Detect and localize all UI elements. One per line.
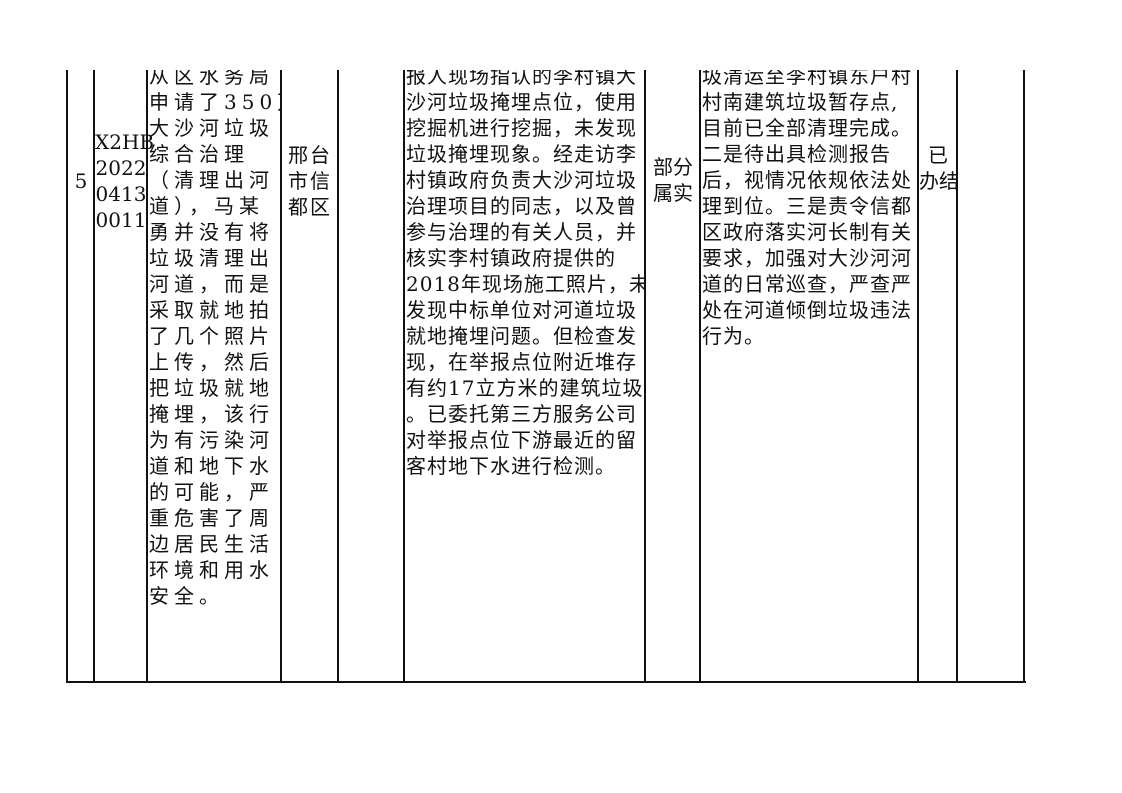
text-line: 从区水务局	[149, 70, 274, 88]
district: 邢台市信都区	[282, 142, 338, 220]
text-line: 治理项目的同志，以及曾	[406, 194, 637, 218]
text-line: 河道，而是	[149, 272, 274, 296]
complaint-cell: 从区水务局申请了350万大沙河垃圾综合治理（清理出河道），马某勇并没有将垃圾清理…	[149, 70, 280, 681]
column-border	[917, 70, 919, 683]
text-line: 综合治理	[149, 142, 249, 166]
text-line: 大沙河垃圾	[149, 116, 274, 140]
text-line: 2022	[95, 156, 147, 180]
text-line: 了几个照片	[149, 324, 274, 348]
verdict: 部分属实	[646, 154, 700, 206]
text-line: 2018年现场施工照片，未	[406, 272, 644, 296]
text-line: 已	[928, 143, 948, 167]
text-line: 0413	[95, 182, 147, 206]
column-border	[66, 70, 68, 683]
text-line: 为有污染河	[149, 428, 274, 452]
text-line: 理到位。三是责令信都	[702, 194, 912, 218]
text-line: 把垃圾就地	[149, 376, 274, 400]
text-line: X2HB	[95, 130, 155, 154]
text-line: 二是待出具检测报告	[702, 142, 891, 166]
handling-cell: 圾清运至李村镇东户村村南建筑垃圾暂存点,目前已全部清理完成。二是待出具检测报告后…	[702, 70, 918, 681]
text-line: 垃圾清理出	[149, 246, 274, 270]
text-line: 沙河垃圾掩埋点位，使用	[406, 90, 637, 114]
text-line: 申请了350万	[149, 90, 280, 114]
text-line: 报人现场指认的李村镇大	[406, 70, 637, 88]
text-line: 现，在举报点位附近堆存	[406, 350, 637, 374]
text-line: 上传，然后	[149, 350, 274, 374]
text-line: 重危害了周	[149, 506, 274, 530]
text-line: 行为。	[702, 324, 765, 348]
column-border	[146, 70, 148, 683]
column-border	[1023, 70, 1025, 683]
text-line: 垃圾掩埋现象。经走访李	[406, 142, 637, 166]
text-line: 客村地下水进行检测。	[406, 454, 616, 478]
text-line: （清理出河	[149, 168, 274, 192]
text-line: 要求，加强对大沙河河	[702, 246, 912, 270]
text-line: 就地掩埋问题。但检查发	[406, 324, 637, 348]
text-line: 安全。	[149, 584, 224, 608]
text-line: 目前已全部清理完成。	[702, 116, 912, 140]
text-line: 道的日常巡查，严查严	[702, 272, 912, 296]
status: 已办结	[919, 142, 959, 194]
column-border	[699, 70, 701, 683]
column-border	[956, 70, 958, 683]
column-border	[93, 70, 95, 683]
text-line: 采取就地拍	[149, 298, 274, 322]
text-line: 环境和用水	[149, 558, 274, 582]
column-border	[280, 70, 282, 683]
text-line: 道），马某	[149, 194, 264, 218]
column-border	[403, 70, 405, 683]
text-line: 村南建筑垃圾暂存点,	[702, 90, 899, 114]
text-line: 。已委托第三方服务公司	[406, 402, 637, 426]
text-line: 后，视情况依规依法处	[702, 168, 912, 192]
text-line: 挖掘机进行挖掘，未发现	[406, 116, 637, 140]
column-border	[337, 70, 339, 683]
text-line: 勇并没有将	[149, 220, 274, 244]
text-line: 都区	[288, 195, 332, 219]
text-line: 核实李村镇政府提供的	[406, 246, 616, 270]
text-line: 对举报点位下游最近的留	[406, 428, 637, 452]
text-line: 参与治理的有关人员，并	[406, 220, 637, 244]
text-line: 圾清运至李村镇东户村	[702, 70, 912, 88]
row-index: 5	[74, 169, 88, 193]
text-line: 办结	[919, 169, 959, 193]
text-line: 村镇政府负责大沙河垃圾	[406, 168, 637, 192]
text-line: 有约17立方米的建筑垃圾	[406, 376, 644, 400]
text-line: 处在河道倾倒垃圾违法	[702, 298, 912, 322]
investigation-cell: 报人现场指认的李村镇大沙河垃圾掩埋点位，使用挖掘机进行挖掘，未发现垃圾掩埋现象。…	[406, 70, 644, 681]
text-line: 部分	[653, 155, 693, 179]
text-line: 的可能，严	[149, 480, 274, 504]
text-line: 区政府落实河长制有关	[702, 220, 912, 244]
text-line: 掩埋，该行	[149, 402, 274, 426]
column-border	[644, 70, 646, 683]
table-bottom-border	[67, 681, 1026, 683]
text-line: 道和地下水	[149, 454, 274, 478]
text-line: 边居民生活	[149, 532, 274, 556]
text-line: 邢台	[288, 143, 332, 167]
text-line: 0011	[95, 208, 147, 232]
text-line: 属实	[653, 181, 693, 205]
text-line: 发现中标单位对河道垃圾	[406, 298, 637, 322]
text-line: 市信	[288, 169, 332, 193]
